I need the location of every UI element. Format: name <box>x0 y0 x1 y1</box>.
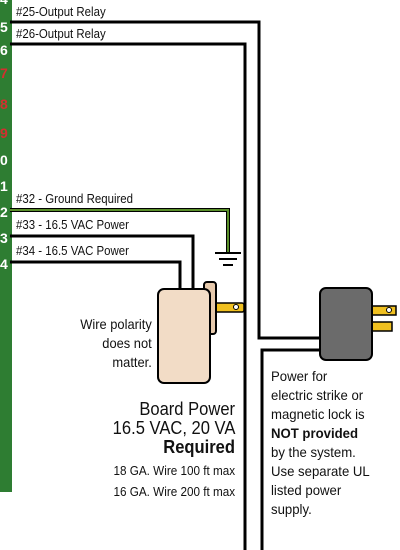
power-note-line: listed power <box>271 482 342 498</box>
pin-number: 1 <box>0 178 8 194</box>
wire-25 <box>10 20 320 340</box>
terminal-block <box>0 0 12 492</box>
power-note-not-provided: NOT provided <box>271 425 359 441</box>
pin-number: 7 <box>0 65 8 81</box>
power-plug-icon <box>319 287 397 361</box>
pin-number: 6 <box>0 42 8 58</box>
wall-transformer-icon <box>157 281 245 384</box>
pin-number: 2 <box>0 204 8 220</box>
pin-number: 0 <box>0 152 8 168</box>
pin-number: 8 <box>0 96 8 112</box>
wire-label-33: #33 - 16.5 VAC Power <box>16 217 129 232</box>
pin-number: 5 <box>0 19 8 35</box>
board-power-rating: 16.5 VAC, 20 VA <box>112 418 235 438</box>
wire-return <box>260 348 320 550</box>
power-note-line: magnetic lock is <box>271 406 365 422</box>
wire-label-34: #34 - 16.5 VAC Power <box>16 243 129 258</box>
pin-number: 9 <box>0 125 8 141</box>
ground-wire <box>10 208 230 252</box>
power-wires <box>10 234 195 292</box>
wire-label-32: #32 - Ground Required <box>16 191 134 206</box>
board-power-wire-18ga: 18 GA. Wire 100 ft max <box>113 463 235 478</box>
board-power-required: Required <box>163 437 235 457</box>
terminal-pin-numbers: 4 5 6 7 8 9 0 1 2 3 4 <box>0 0 12 492</box>
polarity-note-line: matter. <box>112 354 152 370</box>
power-note-line: Power for <box>271 368 328 384</box>
pin-number: 4 <box>0 0 12 8</box>
wire-label-26: #26-Output Relay <box>16 26 106 41</box>
power-note-line: Use separate UL <box>271 463 370 479</box>
polarity-note-line: does not <box>102 335 152 351</box>
wire-26 <box>10 42 247 550</box>
board-power-title: Board Power <box>139 399 235 419</box>
pin-number: 3 <box>0 230 8 246</box>
power-note-line: electric strike or <box>271 387 364 403</box>
power-supply-note: Power for electric strike or magnetic lo… <box>271 367 399 519</box>
wire-34 <box>10 260 182 292</box>
pin-number: 4 <box>0 256 8 272</box>
power-note-line: by the system. <box>271 444 356 460</box>
board-power-wire-16ga: 16 GA. Wire 200 ft max <box>113 484 235 499</box>
wire-label-25: #25-Output Relay <box>16 4 106 19</box>
wire-33 <box>10 234 195 292</box>
polarity-note-line: Wire polarity <box>80 316 152 332</box>
ground-symbol-icon <box>215 252 241 266</box>
power-note-line: supply. <box>271 501 312 517</box>
output-relay-wires <box>10 20 320 550</box>
